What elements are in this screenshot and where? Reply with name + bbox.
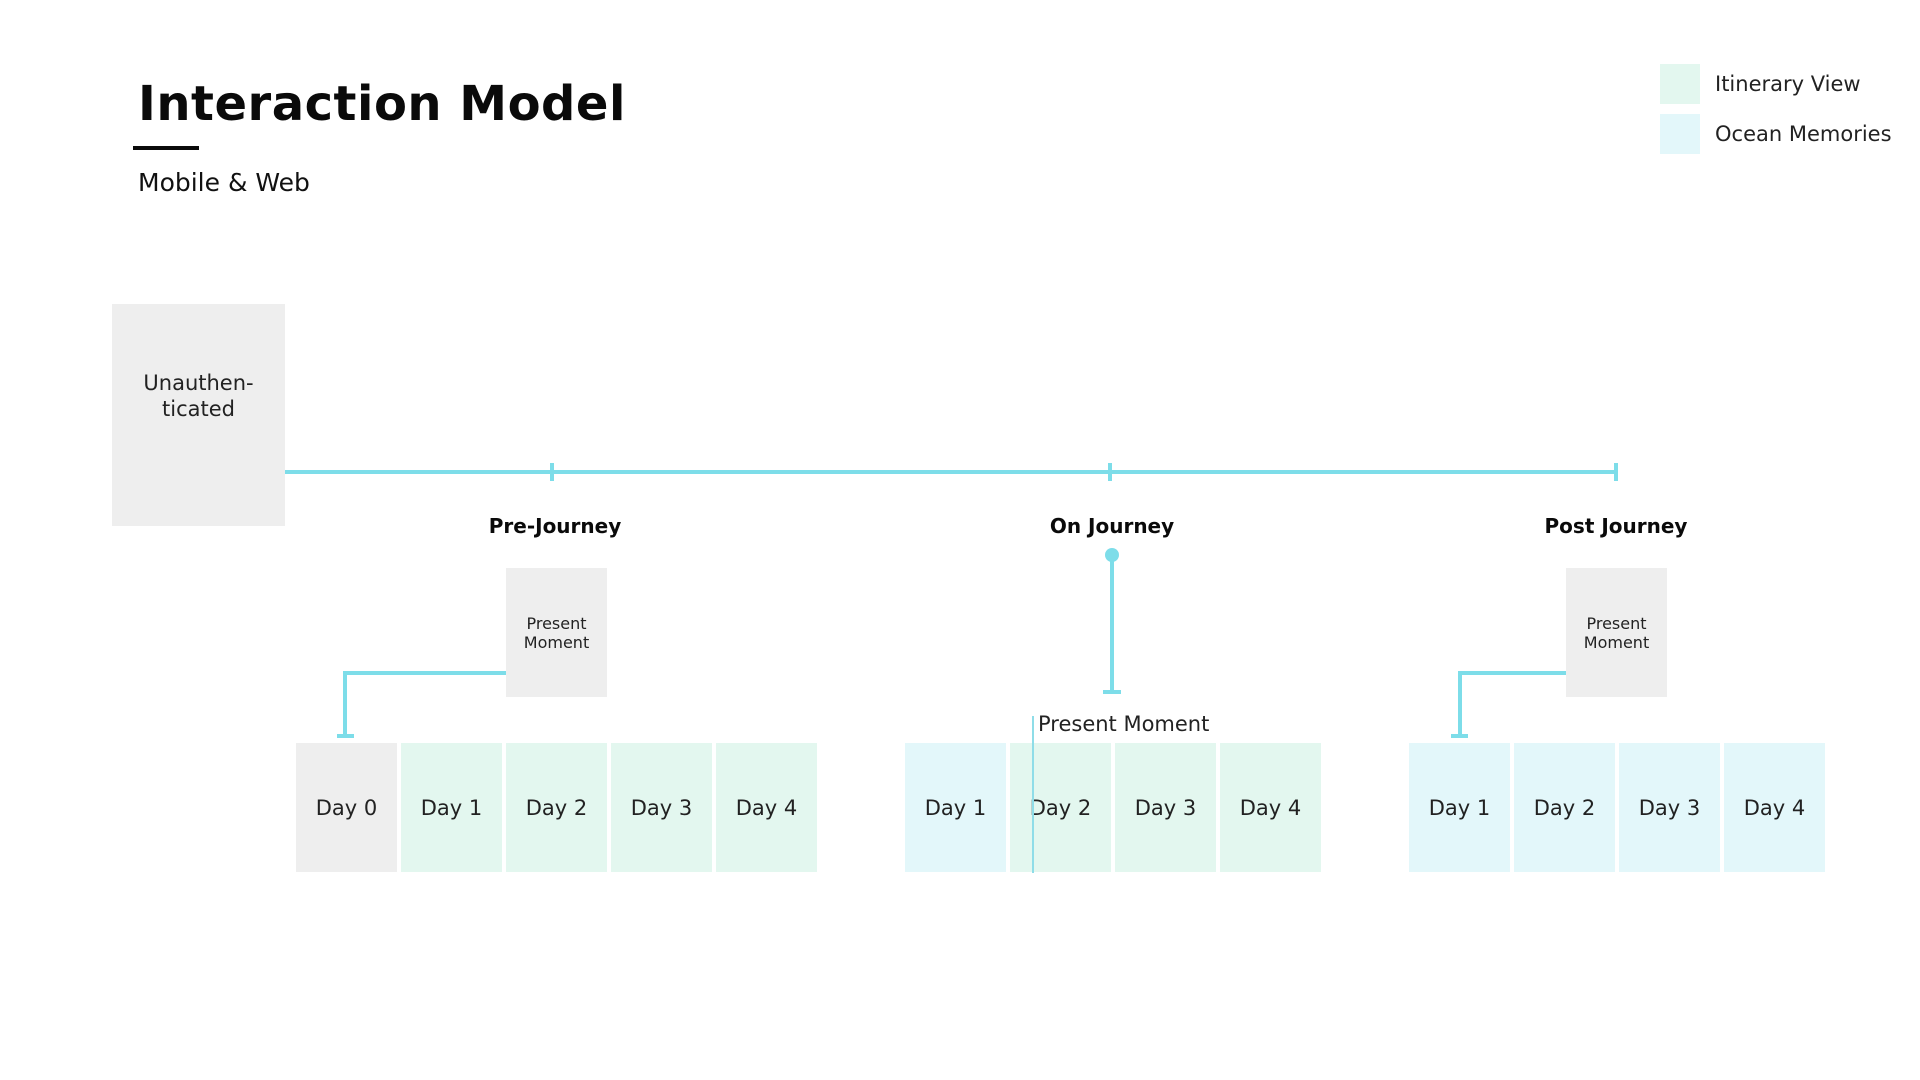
present-moment-marker-line xyxy=(1032,716,1034,873)
day-box-on-2: Day 2 xyxy=(1010,743,1111,872)
day-box-on-4: Day 4 xyxy=(1220,743,1321,872)
connector-pre-journey xyxy=(343,671,548,736)
legend-swatch-ocean-memories xyxy=(1660,114,1700,154)
day-box-pre-2: Day 2 xyxy=(506,743,607,872)
connector-post-journey xyxy=(1458,671,1617,736)
day-box-on-3: Day 3 xyxy=(1115,743,1216,872)
present-moment-label: Present Moment xyxy=(523,613,590,652)
day-box-pre-1: Day 1 xyxy=(401,743,502,872)
present-moment-box-pre-journey: Present Moment xyxy=(506,568,607,697)
day-box-pre-0: Day 0 xyxy=(296,743,397,872)
legend-label-ocean-memories: Ocean Memories xyxy=(1715,122,1892,146)
phase-label-on-journey: On Journey xyxy=(1049,514,1175,538)
day-box-post-3: Day 3 xyxy=(1619,743,1720,872)
day-box-post-1: Day 1 xyxy=(1409,743,1510,872)
day-box-pre-3: Day 3 xyxy=(611,743,712,872)
page-title: Interaction Model xyxy=(138,76,626,132)
node-on-journey-dot xyxy=(1105,548,1119,562)
node-unauthenticated-label: Unauthen- ticated xyxy=(143,371,254,421)
phase-label-post-journey: Post Journey xyxy=(1544,514,1688,538)
phase-label-pre-journey: Pre-Journey xyxy=(488,514,622,538)
day-box-on-1: Day 1 xyxy=(905,743,1006,872)
present-moment-label: Present Moment xyxy=(1583,613,1650,652)
page-subtitle: Mobile & Web xyxy=(138,168,310,197)
node-unauthenticated: Unauthen- ticated xyxy=(112,304,285,526)
legend-label-itinerary: Itinerary View xyxy=(1715,72,1861,96)
day-box-pre-4: Day 4 xyxy=(716,743,817,872)
day-box-post-2: Day 2 xyxy=(1514,743,1615,872)
title-underline xyxy=(133,146,199,150)
present-moment-marker-label: Present Moment xyxy=(1038,712,1210,736)
day-box-post-4: Day 4 xyxy=(1724,743,1825,872)
legend-swatch-itinerary xyxy=(1660,64,1700,104)
present-moment-box-post-journey: Present Moment xyxy=(1566,568,1667,697)
